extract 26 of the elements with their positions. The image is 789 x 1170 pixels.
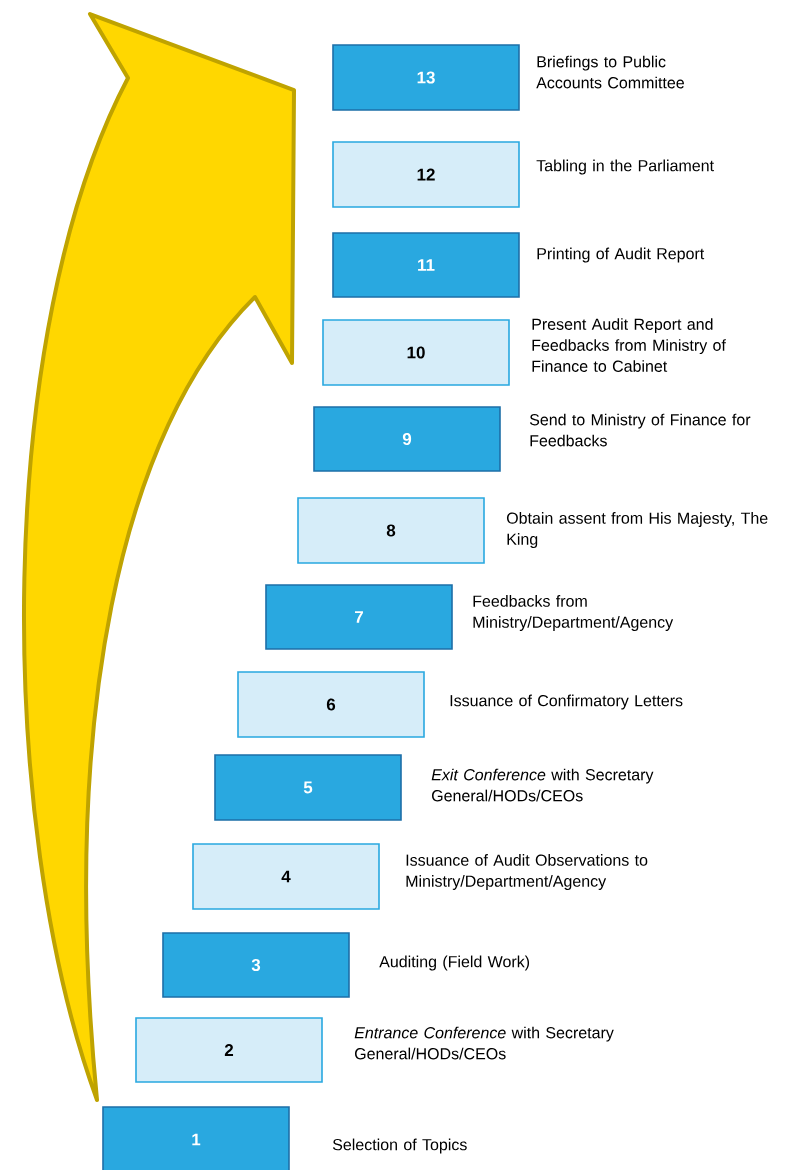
step-description: Tabling in the Parliament (536, 159, 714, 175)
step-description: Entrance Conference with Secretary General/HODs/CEOs (354, 1026, 614, 1060)
step-description: Obtain assent from His Majesty, The King (506, 512, 768, 548)
step-description: Feedbacks from Ministry/Department/Agency (473, 595, 674, 631)
step-box: 1 (102, 1106, 290, 1170)
step-box: 5 (214, 754, 402, 821)
step-description: Auditing (Field Work) (379, 955, 530, 971)
step-box: 3 (162, 932, 350, 998)
step-description: Exit Conference with Secretary General/HODs/CEOs (431, 768, 654, 802)
step-box: 9 (313, 406, 501, 472)
step-description: Present Audit Report and Feedbacks from Ministry of Finance to Cabinet (532, 318, 726, 372)
step-box: 8 (297, 497, 485, 564)
step-description: Send to Ministry of Finance for Feedbacks (529, 413, 751, 447)
step-description: Printing of Audit Report (537, 247, 705, 263)
step-box: 13 (332, 44, 520, 111)
step-box: 4 (192, 843, 380, 910)
step-box: 12 (332, 141, 520, 208)
step-box: 11 (332, 232, 520, 298)
step-box: 7 (265, 584, 453, 650)
step-box: 10 (322, 319, 510, 386)
step-description: Briefings to Public Accounts Committee (536, 55, 684, 89)
step-description: Issuance of Audit Observations to Ministry/Department/Agency (406, 854, 648, 890)
step-description: Issuance of Confirmatory Letters (450, 694, 683, 710)
step-description: Selection of Topics (332, 1138, 467, 1154)
step-box: 6 (237, 671, 425, 738)
step-box: 2 (135, 1017, 323, 1083)
